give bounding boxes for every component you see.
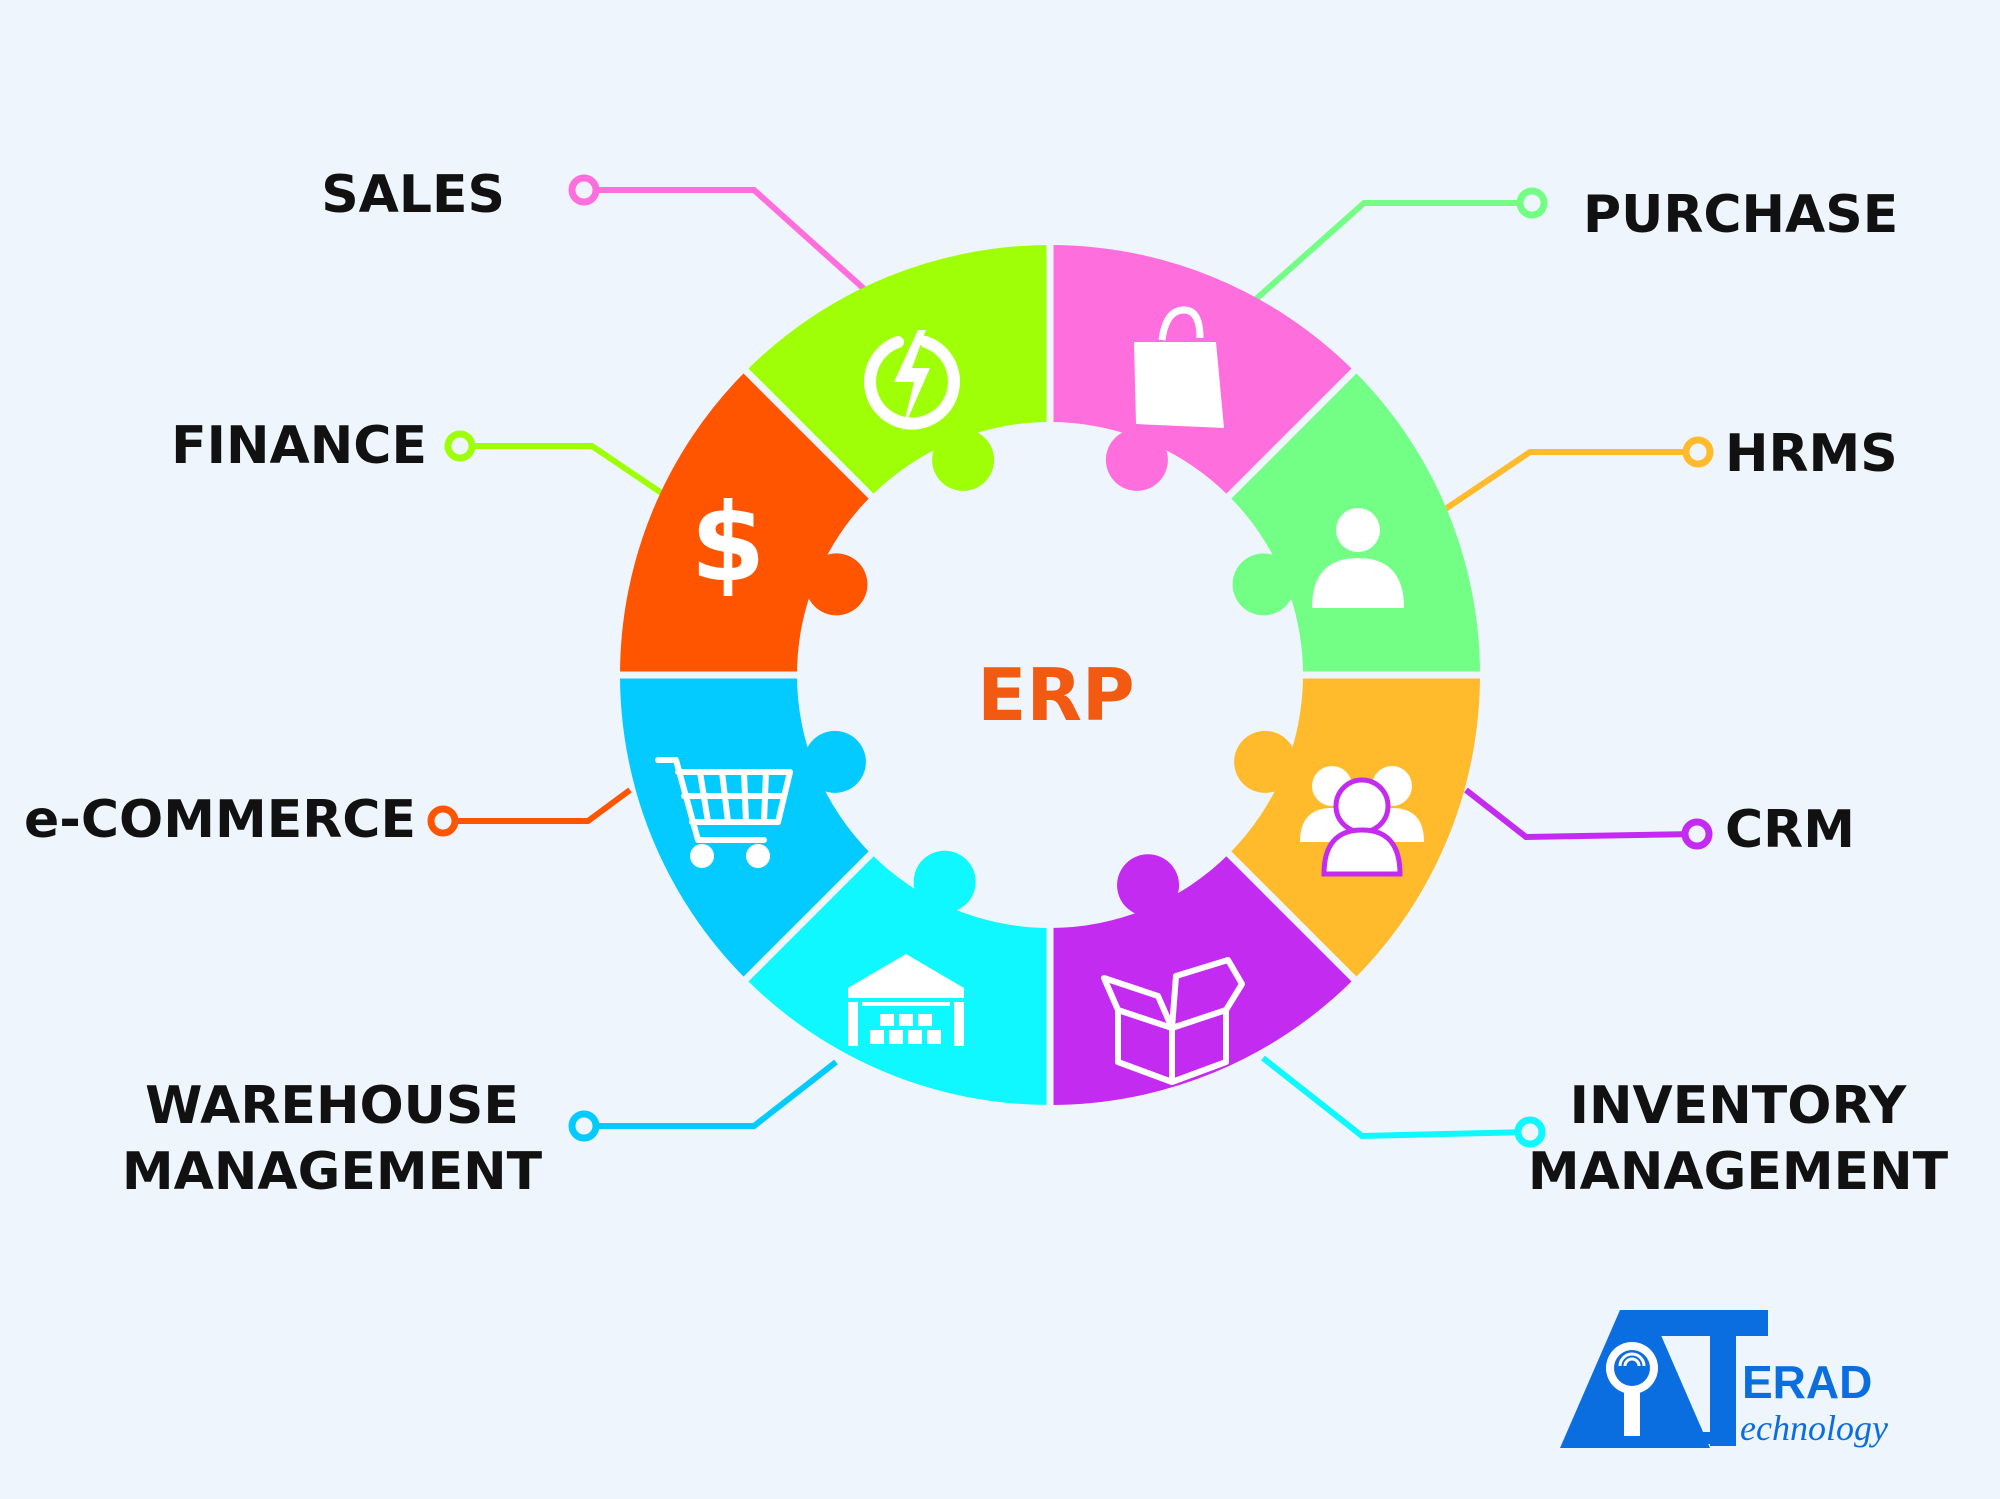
puzzle-knob-hrms	[1234, 730, 1297, 793]
connector-finance	[460, 443, 668, 499]
puzzle-knob-crm	[1117, 854, 1180, 917]
divider-spoke	[1047, 364, 1361, 678]
svg-text:$: $	[690, 481, 765, 606]
label-inventory-line-2: MANAGEMENT	[1528, 1142, 1949, 1202]
connector-dot-ecommerce	[427, 805, 459, 837]
segment-crm	[1050, 853, 1355, 1105]
people-group-icon	[1300, 766, 1424, 877]
divider-spoke	[739, 364, 1053, 678]
connector-inventory	[1261, 1055, 1531, 1140]
logo-script: echnology	[1740, 1408, 1888, 1448]
segment-ecommerce	[620, 370, 872, 675]
center-title: ERP	[977, 653, 1134, 737]
logo-letters: ERAD	[1742, 1356, 1872, 1408]
label-warehouse-line-1: WAREHOUSE	[145, 1076, 519, 1136]
puzzle-knob-finance	[932, 428, 995, 491]
label-purchase: PURCHASE	[1583, 185, 1898, 245]
terad-logo: ERAD echnology	[1560, 1310, 1888, 1448]
connector-dot-warehouse	[568, 1110, 600, 1142]
label-hrms: HRMS	[1725, 424, 1898, 484]
label-sales: SALES	[321, 165, 505, 225]
label-ecommerce: e-COMMERCE	[24, 790, 416, 850]
connector-lines	[427, 174, 1714, 1148]
module-icons: $	[655, 306, 1424, 1085]
divider-spoke	[739, 672, 1053, 986]
warehouse-icon	[848, 954, 964, 1046]
label-crm: CRM	[1725, 800, 1855, 860]
shopping-bag-icon	[1134, 306, 1224, 428]
puzzle-knob-ecommerce	[805, 553, 868, 616]
connector-crm	[1464, 787, 1698, 841]
connector-dot-purchase	[1516, 187, 1548, 219]
puzzle-knob-sales	[1105, 428, 1168, 491]
connector-dot-finance	[444, 430, 476, 462]
shopping-cart-icon	[655, 757, 793, 868]
puzzle-knob-warehouse	[803, 730, 866, 793]
connector-hrms	[1436, 449, 1698, 517]
label-finance: FINANCE	[171, 416, 427, 476]
connector-dot-sales	[568, 174, 600, 206]
connector-warehouse	[584, 1059, 838, 1129]
puzzle-knob-inventory	[913, 850, 976, 913]
power-bolt-icon	[864, 330, 960, 432]
connector-sales	[584, 187, 875, 299]
connector-dot-hrms	[1682, 436, 1714, 468]
divider-spoke	[1047, 672, 1361, 986]
puzzle-knob-purchase	[1232, 553, 1295, 616]
person-icon	[1312, 508, 1404, 608]
label-inventory-line-1: INVENTORY	[1570, 1076, 1908, 1136]
open-box-icon	[1101, 957, 1245, 1085]
connector-ecommerce	[443, 787, 632, 824]
dollar-icon: $	[690, 481, 765, 606]
connector-purchase	[1244, 200, 1532, 311]
label-warehouse-line-2: MANAGEMENT	[122, 1142, 543, 1202]
connector-dot-crm	[1681, 818, 1713, 850]
connector-dot-inventory	[1514, 1116, 1546, 1148]
